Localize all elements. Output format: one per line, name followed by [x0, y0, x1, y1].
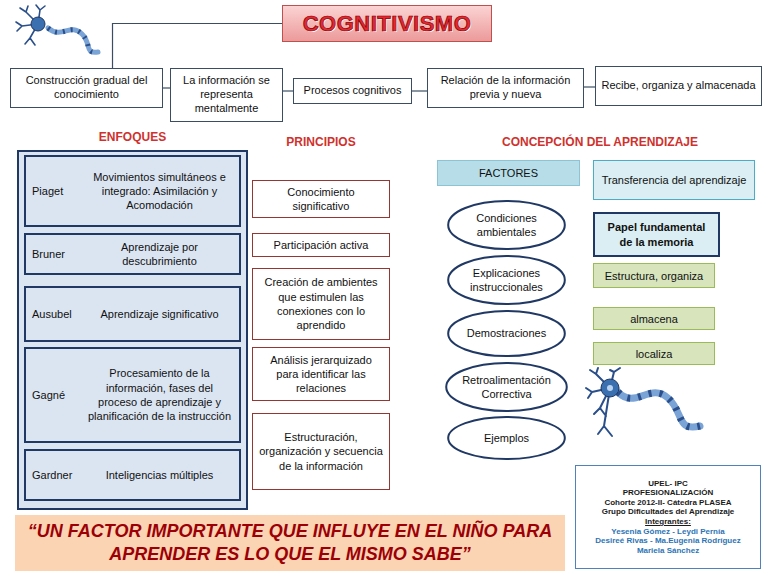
node-text: Cohorte 2012-II- Cátedra PLASEA — [604, 498, 731, 508]
ellipse-outline — [447, 200, 566, 250]
factors-header: FACTORES — [437, 160, 580, 186]
ellipse-shape — [448, 311, 565, 356]
neuron-dendrites — [586, 368, 620, 436]
author-box: AusubelAprendizaje significativo — [24, 286, 241, 342]
node-text: COGNITIVISMO — [303, 11, 472, 37]
section-heading: CONCEPCIÓN DEL APRENDIZAJE — [450, 135, 750, 149]
neuron-dendrites — [16, 5, 45, 45]
neuron-illustration — [586, 368, 700, 436]
node-text: Estructuración, organización y secuencia… — [259, 430, 383, 473]
concept-box: Recibe, organiza y almacenada — [595, 66, 762, 106]
node-text: almacena — [630, 313, 678, 325]
factor-ellipse: Condiciones ambientales — [447, 200, 566, 250]
node-text: Yesenia Gómez - Leydi Pernía — [611, 527, 724, 537]
factor-ellipse: Demostraciones — [447, 310, 566, 357]
ellipse-shape — [448, 201, 565, 249]
neuron-axon — [48, 28, 98, 52]
principle-box: Creación de ambientes que estimulen las … — [252, 268, 390, 340]
concept-box: Relación de la información previa y nuev… — [427, 68, 584, 108]
factor-ellipse: Explicaciones instruccionales — [447, 255, 566, 305]
node-text: Análisis jerarquizado para identificar l… — [259, 353, 383, 396]
node-text: Mariela Sánchez — [637, 546, 699, 556]
ellipse-outline — [445, 362, 568, 412]
concept-box: La información se representa mentalmente — [170, 68, 283, 122]
node-text: Grupo Dificultades del Aprendizaje — [602, 507, 735, 517]
neuron-myelin — [48, 28, 98, 52]
node-text: Relación de la información previa y nuev… — [433, 74, 578, 102]
author-idea: Aprendizaje significativo — [86, 307, 233, 321]
node-text: PROFESIONALIZACIÓN — [623, 488, 714, 498]
author-name: Gagné — [32, 388, 86, 402]
neuron-icon — [16, 5, 98, 52]
ellipse-shape — [448, 417, 565, 459]
neuron-myelin — [618, 392, 700, 427]
author-idea: Aprendizaje por descubrimiento — [86, 240, 233, 269]
principle-box: Conocimiento significativo — [252, 180, 390, 218]
section-heading: PRINCIPIOS — [262, 135, 380, 149]
node-text: UPEL- IPC — [648, 479, 688, 489]
node-text: Procesos cognitivos — [304, 84, 402, 98]
quote-banner: “UN FACTOR IMPORTANTE QUE INFLUYE EN EL … — [15, 515, 565, 571]
node-text: Conocimiento significativo — [259, 185, 383, 214]
memory-step: almacena — [593, 307, 715, 330]
author-box: BrunerAprendizaje por descubrimiento — [24, 233, 241, 275]
neuron-body — [601, 379, 619, 397]
node-text: Construcción gradual del conocimiento — [16, 74, 157, 102]
principle-box: Estructuración, organización y secuencia… — [252, 413, 390, 490]
node-text: Estructura, organiza — [605, 270, 703, 282]
node-text: La información se representa mentalmente — [176, 74, 277, 115]
author-name: Piaget — [32, 184, 86, 198]
node-text: FACTORES — [479, 167, 538, 179]
author-idea: Procesamiento de la información, fases d… — [86, 366, 233, 423]
neuron-axon — [618, 392, 700, 427]
credits-box: UPEL- IPCPROFESIONALIZACIÓNCohorte 2012-… — [575, 465, 761, 569]
principle-box: Análisis jerarquizado para identificar l… — [252, 347, 390, 401]
node-text: Ejemplos — [484, 431, 529, 445]
connector-line — [283, 90, 293, 91]
author-box: PiagetMovimientos simultáneos e integrad… — [24, 155, 241, 227]
author-idea: Inteligencias múltiples — [86, 468, 233, 482]
concept-box: Construcción gradual del conocimiento — [10, 68, 163, 108]
node-text: Integrantes: — [645, 517, 691, 527]
node-text: Transferencia del aprendizaje — [602, 173, 747, 187]
ellipse-shape — [448, 256, 565, 304]
node-text: Demostraciones — [467, 326, 546, 340]
node-text: Participación activa — [274, 238, 369, 252]
node-text: “UN FACTOR IMPORTANTE QUE INFLUYE EN EL … — [25, 520, 555, 567]
author-name: Bruner — [32, 247, 86, 261]
author-box: GardnerInteligencias múltiples — [24, 449, 241, 501]
factor-ellipse: Retroalimentación Correctiva — [445, 362, 568, 412]
node-text: Papel fundamental de la memoria — [601, 220, 712, 249]
node-text: Retroalimentación Correctiva — [452, 373, 561, 402]
node-text: Creación de ambientes que estimulen las … — [259, 275, 383, 332]
ellipse-shape — [446, 363, 567, 411]
author-box: GagnéProcesamiento de la información, fa… — [24, 347, 241, 443]
memory-box: Papel fundamental de la memoria — [593, 212, 720, 257]
connector-line — [584, 86, 595, 87]
connector-line — [412, 90, 427, 91]
node-text: Condiciones ambientales — [454, 211, 559, 240]
node-text: Recibe, organiza y almacenada — [601, 79, 755, 93]
node-text: Explicaciones instruccionales — [454, 266, 559, 295]
connector-line — [163, 87, 170, 88]
node-text: localiza — [636, 348, 673, 360]
concept-box: Transferencia del aprendizaje — [593, 160, 755, 200]
node-text: Desireé Rivas - Ma.Eugenia Rodríguez — [595, 536, 740, 546]
connector-line — [113, 24, 282, 69]
factor-ellipse: Ejemplos — [447, 416, 566, 460]
principle-box: Participación activa — [252, 233, 390, 257]
author-idea: Movimientos simultáneos e integrado: Asi… — [86, 170, 233, 213]
memory-step: Estructura, organiza — [593, 263, 715, 288]
panel-heading: ENFOQUES — [19, 130, 246, 144]
memory-step: localiza — [593, 342, 715, 365]
approaches-panel: ENFOQUESPiagetMovimientos simultáneos e … — [17, 150, 248, 510]
neuron-body — [31, 17, 45, 31]
title-box: COGNITIVISMO — [282, 5, 492, 42]
author-name: Gardner — [32, 468, 86, 482]
ellipse-outline — [447, 255, 566, 305]
concept-box: Procesos cognitivos — [293, 78, 412, 104]
neuron-nucleus — [607, 385, 613, 391]
author-name: Ausubel — [32, 307, 86, 321]
